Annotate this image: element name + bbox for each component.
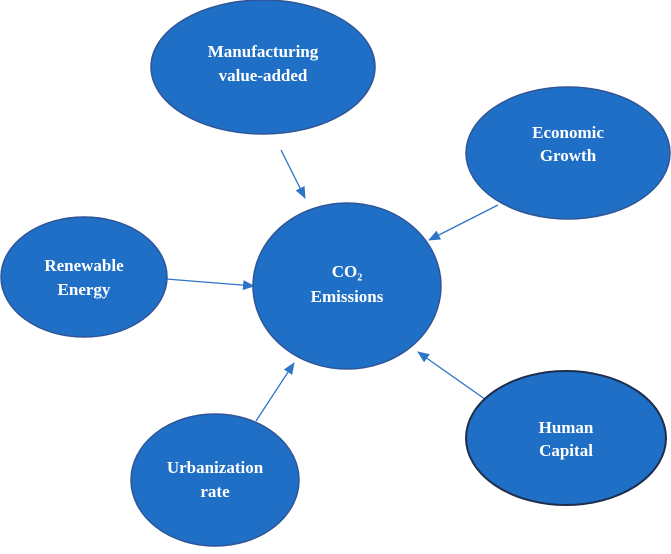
node-manufacturing-label-line2: value-added (219, 66, 308, 85)
node-co2-emissions-label-line1: CO₂ (332, 262, 363, 281)
edge-manufacturing-to-co2 (280, 149, 306, 199)
node-human-capital-ellipse (465, 370, 667, 506)
node-economic-growth-ellipse (465, 86, 671, 220)
edges (165, 149, 499, 422)
node-co2-emissions-label-line2: Emissions (311, 287, 384, 306)
node-economic-growth-label-line2: Growth (540, 146, 597, 165)
node-human-capital: Human Capital (465, 370, 667, 506)
edge-urbanization-to-co2 (255, 362, 295, 422)
node-co2-emissions-ellipse (252, 202, 442, 370)
node-human-capital-label-line1: Human (539, 418, 594, 437)
node-urbanization-rate-label-line1: Urbanization (167, 458, 264, 477)
edge-economic-to-co2 (428, 204, 499, 241)
node-co2-emissions: CO₂ Emissions (252, 202, 442, 370)
edge-renewable-to-co2 (165, 278, 255, 291)
node-manufacturing-ellipse (150, 0, 376, 135)
node-economic-growth-label-line1: Economic (532, 123, 604, 142)
node-renewable-energy-ellipse (0, 216, 168, 338)
node-human-capital-label-line2: Capital (539, 441, 593, 460)
edge-human-to-co2 (417, 351, 490, 403)
node-urbanization-rate-ellipse (130, 413, 300, 547)
node-economic-growth: Economic Growth (465, 86, 671, 220)
node-renewable-energy-label-line2: Energy (58, 280, 111, 299)
node-renewable-energy-label-line1: Renewable (44, 256, 124, 275)
node-urbanization-rate: Urbanization rate (130, 413, 300, 547)
node-renewable-energy: Renewable Energy (0, 216, 168, 338)
node-manufacturing: Manufacturing value-added (150, 0, 376, 135)
node-urbanization-rate-label-line2: rate (200, 482, 230, 501)
node-manufacturing-label-line1: Manufacturing (208, 42, 319, 61)
